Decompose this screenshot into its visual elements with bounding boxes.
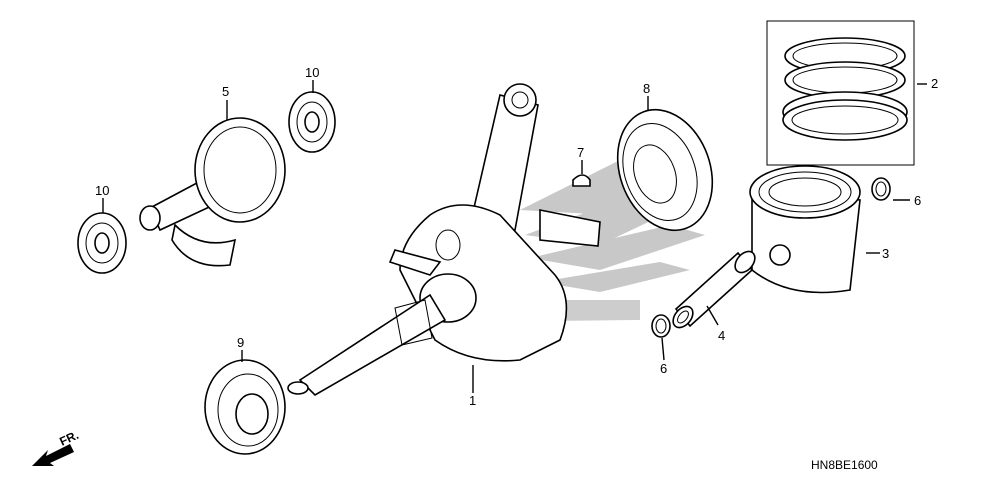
radial-ball-bearing-8[interactable] bbox=[602, 96, 729, 243]
callout-8: 8 bbox=[643, 81, 650, 96]
callout-10-upper: 10 bbox=[305, 65, 319, 80]
callout-4: 4 bbox=[718, 328, 725, 343]
radial-ball-bearing-9[interactable] bbox=[204, 359, 286, 455]
callout-6-upper: 6 bbox=[914, 193, 921, 208]
radial-ball-bearing-10-lower[interactable] bbox=[77, 212, 127, 274]
piston-pin-clip-upper[interactable] bbox=[871, 177, 891, 201]
piston[interactable] bbox=[749, 165, 861, 294]
callout-7: 7 bbox=[577, 145, 584, 160]
woodruff-key[interactable] bbox=[572, 174, 591, 187]
callout-10-lower: 10 bbox=[95, 183, 109, 198]
piston-pin[interactable] bbox=[669, 248, 759, 332]
crankshaft[interactable] bbox=[287, 83, 601, 396]
callout-1: 1 bbox=[469, 393, 476, 408]
callout-2: 2 bbox=[931, 76, 938, 91]
balancer-shaft[interactable] bbox=[139, 117, 286, 267]
front-direction-indicator: FR. bbox=[32, 428, 81, 466]
callout-5: 5 bbox=[222, 84, 229, 99]
piston-pin-clip-lower[interactable] bbox=[651, 314, 671, 338]
front-label: FR. bbox=[57, 428, 80, 449]
ring-set-frame bbox=[766, 20, 915, 166]
radial-ball-bearing-10-upper[interactable] bbox=[288, 91, 336, 153]
callout-labels: 2 3 4 5 6 6 7 8 9 10 10 1 bbox=[95, 65, 938, 408]
diagram-code: HN8BE1600 bbox=[811, 458, 878, 472]
callout-3: 3 bbox=[882, 246, 889, 261]
callout-6-lower: 6 bbox=[660, 361, 667, 376]
front-arrow-icon bbox=[32, 444, 74, 466]
balancer-drive-gear bbox=[194, 117, 286, 223]
piston-ring-set[interactable] bbox=[766, 20, 915, 166]
leader-lines bbox=[102, 80, 927, 393]
callout-9: 9 bbox=[237, 335, 244, 350]
